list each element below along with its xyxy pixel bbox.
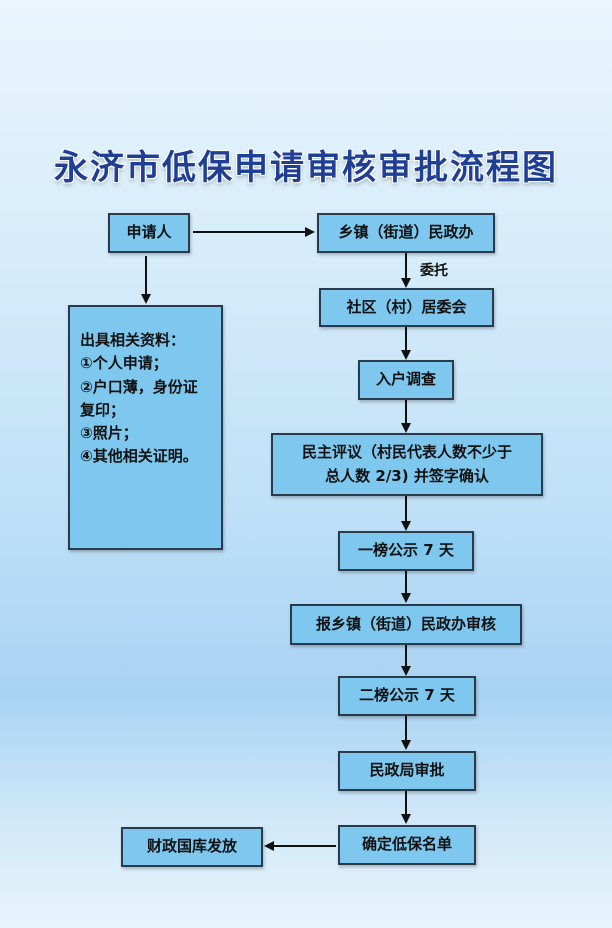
node-confirm-list: 确定低保名单 [338,825,476,865]
node-township-office: 乡镇（街道）民政办 [317,213,495,253]
node-civil-affairs-approval: 民政局审批 [338,751,476,791]
node-home-visit: 入户调查 [358,360,454,400]
node-community: 社区（村）居委会 [319,288,494,327]
entrust-label: 委托 [420,263,448,279]
documents-item: ④其他相关证明。 [80,447,198,466]
page-title: 永济市低保申请审核审批流程图 [54,148,558,188]
node-applicant: 申请人 [108,213,190,253]
node-treasury-payment: 财政国库发放 [121,827,263,867]
democratic-review-line1: 民主评议（村民代表人数不少于 [301,443,512,462]
node-township-review: 报乡镇（街道）民政办审核 [290,604,522,645]
documents-item: ①个人申请； [80,354,168,373]
documents-item: ②户口薄，身份证复印； [80,377,198,419]
democratic-review-line2: 总人数 2/3) 并签字确认 [325,466,489,485]
node-first-notice: 一榜公示 7 天 [338,531,474,571]
node-democratic-review: 民主评议（村民代表人数不少于 总人数 2/3) 并签字确认 [271,433,543,496]
node-second-notice: 二榜公示 7 天 [338,676,476,716]
documents-box: 出具相关资料： ①个人申请； ②户口薄，身份证复印； ③照片； ④其他相关证明。 [68,305,223,550]
documents-item: ③照片； [80,424,138,442]
documents-heading: 出具相关资料： [80,331,186,349]
